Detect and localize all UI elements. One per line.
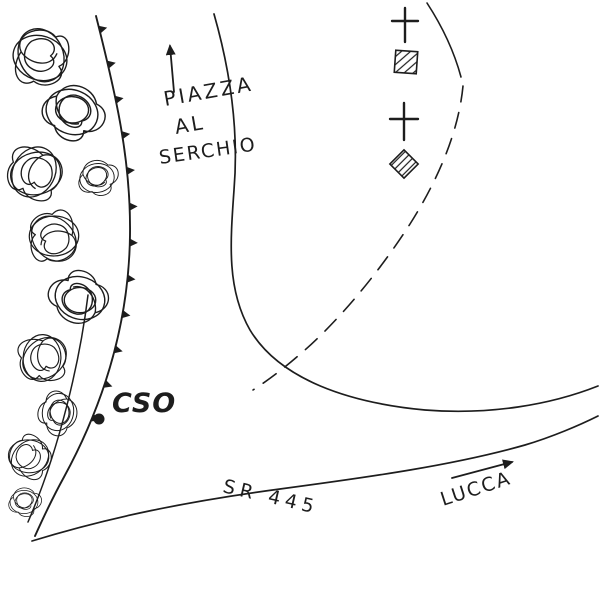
church-symbol-diamond [388,101,420,180]
tree-scribble-icon [25,64,119,160]
embankment-barbs [90,25,138,422]
piazza-label-line2: AL [173,110,208,139]
cso-point-marker [93,413,105,425]
embankment-line [34,15,131,537]
tree-scribble-icon [34,252,126,344]
west-road-edge [27,294,89,523]
tree-scribble-icon [68,150,126,206]
tree-scribble-icon [24,378,92,446]
hatched-square-icon [393,49,419,75]
piazza-road-east-edge [213,13,599,413]
cso-label: CSO [112,388,176,419]
church-symbol-square [390,6,420,75]
sr445-outer-edge [31,415,599,542]
east-arrow [451,459,514,479]
lucca-label: LUCCA [438,467,514,511]
cross-icon [390,6,420,44]
embankment-barb-icon [127,274,136,283]
embankment-barb-icon [103,380,113,388]
north-arrow [165,44,176,93]
hatched-diamond-icon [388,148,420,180]
vegetation-group [0,20,126,527]
embankment-barb-icon [98,25,108,34]
piazza-label-line1: PIAZZA [162,72,256,111]
sr445-label: SR 445 [221,475,321,518]
tree-scribble-icon [0,135,75,210]
embankment-barb-icon [126,166,135,175]
tree-scribble-icon [0,477,49,527]
cross-icon [388,101,420,142]
embankment-barb-icon [121,131,131,140]
embankment-barb-icon [113,345,123,354]
embankment-barb-icon [129,202,138,211]
tree-scribble-icon [6,20,74,90]
embankment-barb-icon [114,95,124,104]
embankment-barb-icon [129,238,138,247]
piazza-label-line3: SERCHIO [158,133,259,168]
dashed-track [252,85,464,391]
boundary-solid-segment [426,2,462,78]
tree-scribble-icon [8,322,81,393]
embankment-barb-icon [107,60,116,69]
embankment-barb-icon [121,310,131,319]
tree-scribble-icon [15,198,94,278]
